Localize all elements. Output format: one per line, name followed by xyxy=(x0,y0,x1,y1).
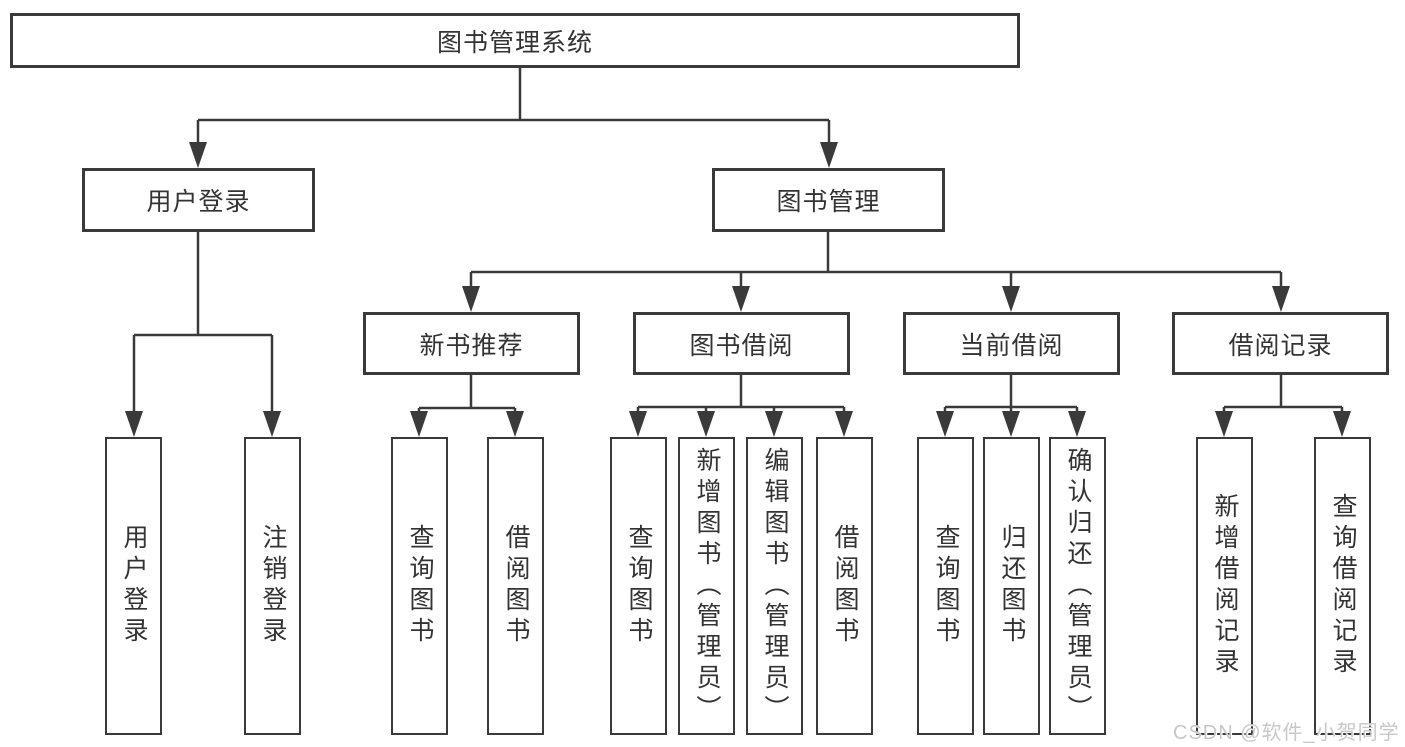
node-borrowing-records: 借阅记录 xyxy=(1172,312,1389,375)
leaf-bb-add-books-admin: 新增图书（管理员） xyxy=(678,437,735,735)
node-new-book-recommendation: 新书推荐 xyxy=(363,312,580,375)
arrow-down-icon xyxy=(765,411,783,437)
leaf-bb-borrow-books: 借阅图书 xyxy=(816,437,873,735)
arrow-down-icon xyxy=(410,411,428,437)
leaf-cb-return-books: 归还图书 xyxy=(983,437,1040,735)
arrow-down-icon xyxy=(506,411,524,437)
arrow-down-icon xyxy=(835,411,853,437)
arrow-down-icon xyxy=(462,286,480,312)
node-current-borrowing: 当前借阅 xyxy=(903,312,1120,375)
arrow-down-icon xyxy=(1068,411,1086,437)
leaf-br-query-record: 查询借阅记录 xyxy=(1314,437,1371,735)
node-library-management-system: 图书管理系统 xyxy=(10,13,1020,68)
arrow-down-icon xyxy=(697,411,715,437)
leaf-cb-confirm-return-admin: 确认归还（管理员） xyxy=(1049,437,1106,735)
csdn-watermark: CSDN @软件_小贺同学 xyxy=(1173,722,1400,744)
arrow-down-icon xyxy=(125,411,143,437)
arrow-down-icon xyxy=(1333,411,1351,437)
leaf-nb-query-books: 查询图书 xyxy=(391,437,448,735)
leaf-bb-edit-books-admin: 编辑图书（管理员） xyxy=(746,437,803,735)
leaf-cb-query-books: 查询图书 xyxy=(917,437,974,735)
node-user-login: 用户登录 xyxy=(82,168,315,232)
node-book-borrowing: 图书借阅 xyxy=(633,312,850,375)
arrow-down-icon xyxy=(732,286,750,312)
arrow-down-icon xyxy=(263,411,281,437)
arrow-down-icon xyxy=(189,142,207,168)
leaf-bb-query-books: 查询图书 xyxy=(610,437,667,735)
arrow-down-icon xyxy=(629,411,647,437)
arrow-down-icon xyxy=(820,142,838,168)
leaf-user-login: 用户登录 xyxy=(105,437,162,735)
arrow-down-icon xyxy=(1002,411,1020,437)
leaf-br-add-record: 新增借阅记录 xyxy=(1196,437,1253,735)
arrow-down-icon xyxy=(1215,411,1233,437)
node-book-management: 图书管理 xyxy=(712,168,945,232)
arrow-down-icon xyxy=(1002,286,1020,312)
leaf-logout: 注销登录 xyxy=(244,437,301,735)
leaf-nb-borrow-books: 借阅图书 xyxy=(487,437,544,735)
arrow-down-icon xyxy=(936,411,954,437)
arrow-down-icon xyxy=(1272,286,1290,312)
arrowheads xyxy=(125,142,1351,437)
